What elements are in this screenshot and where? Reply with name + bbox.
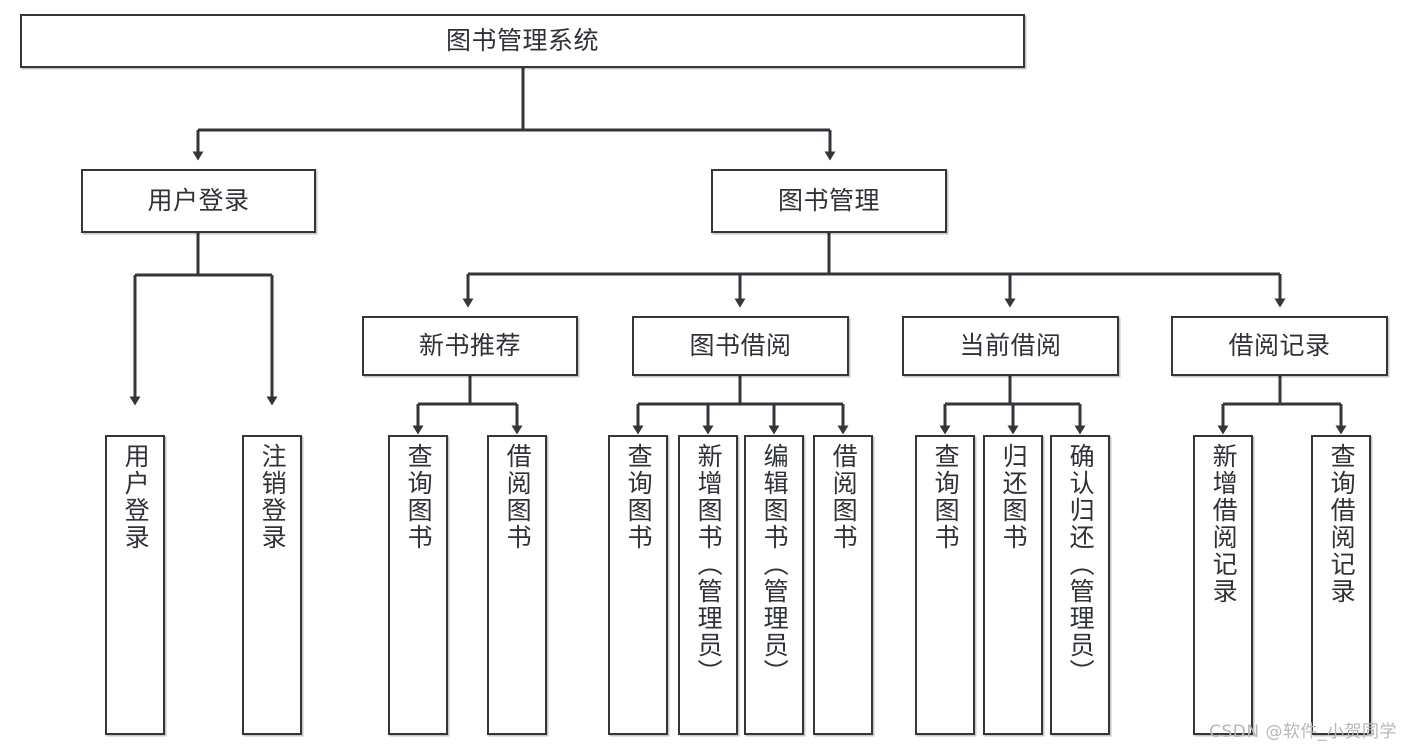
leaf-record-add-borrow-record[interactable]: 新增借阅记录: [1193, 435, 1253, 735]
node-label: 借阅图书: [503, 443, 533, 551]
node-label: 当前借阅: [959, 331, 1062, 361]
node-label: 图书管理系统: [445, 26, 599, 56]
leaf-recommend-borrow-book[interactable]: 借阅图书: [487, 435, 547, 735]
leaf-current-query-book[interactable]: 查询图书: [915, 435, 975, 735]
node-label: 新增图书（管理员）: [694, 443, 724, 686]
leaf-recommend-query-book[interactable]: 查询图书: [388, 435, 448, 735]
leaf-user-login[interactable]: 用户登录: [105, 435, 165, 735]
node-book-borrow[interactable]: 图书借阅: [632, 316, 849, 376]
node-label: 查询图书: [931, 443, 961, 551]
node-label: 注销登录: [258, 443, 288, 551]
leaf-logout[interactable]: 注销登录: [242, 435, 302, 735]
node-label: 新增借阅记录: [1209, 443, 1239, 605]
node-label: 图书借阅: [689, 331, 792, 361]
node-current-borrow[interactable]: 当前借阅: [902, 316, 1119, 376]
leaf-borrow-edit-book-admin[interactable]: 编辑图书（管理员）: [744, 435, 804, 735]
node-borrow-record[interactable]: 借阅记录: [1171, 316, 1388, 376]
node-root-book-management-system[interactable]: 图书管理系统: [20, 14, 1025, 68]
leaf-borrow-query-book[interactable]: 查询图书: [608, 435, 668, 735]
node-label: 查询图书: [624, 443, 654, 551]
node-label: 查询借阅记录: [1327, 443, 1357, 605]
leaf-record-query-borrow-record[interactable]: 查询借阅记录: [1311, 435, 1371, 735]
node-label: 确认归还（管理员）: [1066, 443, 1096, 686]
node-label: 编辑图书（管理员）: [760, 443, 790, 686]
node-label: 用户登录: [121, 443, 151, 551]
node-label: 归还图书: [999, 443, 1029, 551]
node-label: 用户登录: [147, 186, 250, 216]
leaf-borrow-borrow-book[interactable]: 借阅图书: [813, 435, 873, 735]
node-label: 借阅图书: [829, 443, 859, 551]
node-label: 查询图书: [404, 443, 434, 551]
node-label: 新书推荐: [418, 331, 521, 361]
node-book-management[interactable]: 图书管理: [711, 169, 947, 233]
leaf-borrow-add-book-admin[interactable]: 新增图书（管理员）: [678, 435, 738, 735]
node-new-book-recommend[interactable]: 新书推荐: [362, 316, 578, 376]
leaf-current-return-book[interactable]: 归还图书: [983, 435, 1043, 735]
node-label: 图书管理: [777, 186, 880, 216]
leaf-current-confirm-return-admin[interactable]: 确认归还（管理员）: [1050, 435, 1110, 735]
node-user-login[interactable]: 用户登录: [81, 169, 316, 233]
node-label: 借阅记录: [1228, 331, 1331, 361]
